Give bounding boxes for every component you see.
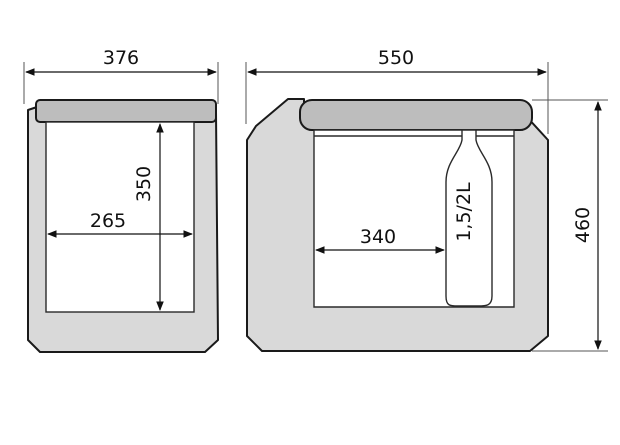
bottle-capacity-label: 1,5/2L [453,182,475,242]
side-inner-width-label: 340 [360,226,396,248]
side-view: 1,5/2L 550 340 460 [245,47,608,352]
side-width-label: 550 [378,47,414,69]
side-height-label: 460 [572,207,594,243]
front-view: 376 265 350 [23,47,219,353]
front-width-label: 376 [103,47,139,69]
bottle-outline [445,129,493,307]
front-inner-width-label: 265 [90,210,126,232]
front-inner-height-label: 350 [133,166,155,202]
front-interior [45,121,195,313]
side-lid [299,99,533,131]
front-lid [35,99,217,123]
